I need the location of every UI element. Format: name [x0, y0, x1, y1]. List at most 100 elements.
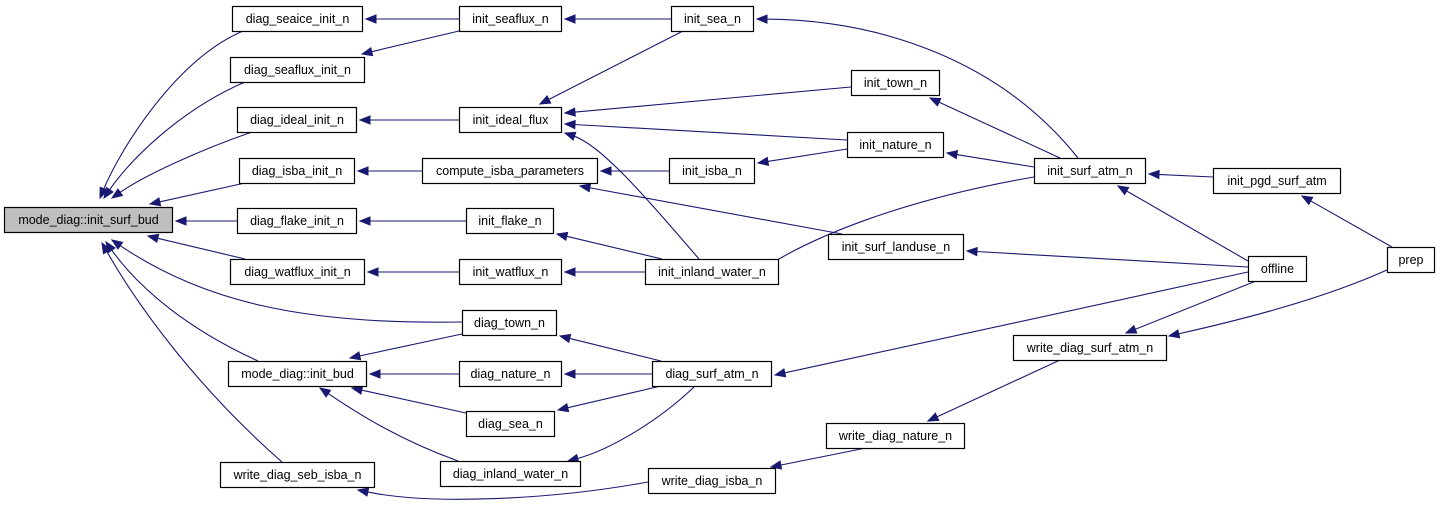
node-box[interactable] [670, 5, 755, 33]
arrowhead-icon [1147, 169, 1160, 180]
node-init-watflux-n[interactable]: init_watflux_n [458, 258, 563, 286]
node-init-isba-n[interactable]: init_isba_n [668, 157, 756, 185]
edge-line [119, 244, 463, 323]
edge-diag-seaice-init-n-to-mode-diag-init-surf-bud [99, 30, 244, 200]
edge-write-diag-seb-isba-n-to-mode-diag-init-surf-bud [101, 241, 283, 463]
node-box[interactable] [1012, 334, 1168, 362]
node-label: diag_seaice_init_n [246, 12, 350, 26]
node-box[interactable] [458, 106, 563, 134]
node-diag-nature-n[interactable]: diag_nature_n [458, 360, 563, 388]
node-box[interactable] [465, 207, 555, 235]
node-box[interactable] [825, 422, 966, 450]
edge-write-diag-surf-atm-n-to-write-diag-nature-n [926, 359, 1061, 422]
node-init-surf-atm-n[interactable]: init_surf_atm_n [1033, 157, 1147, 185]
edge-init-inland-water-n-to-init-ideal-flux [563, 131, 700, 260]
edge-line [110, 249, 259, 362]
node-box[interactable] [421, 157, 599, 185]
node-diag-town-n[interactable]: diag_town_n [461, 309, 558, 337]
node-box[interactable] [1033, 157, 1147, 185]
node-init-ideal-flux[interactable]: init_ideal_flux [458, 106, 563, 134]
node-box[interactable] [3, 206, 174, 234]
node-box[interactable] [231, 5, 364, 33]
node-diag-isba-init-n[interactable]: diag_isba_init_n [238, 157, 356, 185]
node-label: write_diag_isba_n [661, 474, 763, 488]
node-label: diag_isba_init_n [252, 164, 342, 178]
node-box[interactable] [465, 410, 556, 438]
edge-init-surf-atm-n-to-init-sea-n [755, 14, 1079, 159]
node-prep[interactable]: prep [1386, 246, 1436, 274]
arrowhead-icon [928, 97, 942, 107]
node-label: diag_nature_n [471, 367, 551, 381]
node-box[interactable] [236, 106, 358, 134]
edge-line [573, 86, 852, 113]
node-box[interactable] [229, 56, 366, 84]
node-box[interactable] [229, 258, 366, 286]
node-init-sea-n[interactable]: init_sea_n [670, 5, 755, 33]
node-box[interactable] [644, 258, 780, 286]
edge-line [748, 176, 1035, 279]
node-init-seaflux-n[interactable]: init_seaflux_n [458, 5, 563, 33]
arrowhead-icon [755, 14, 768, 24]
arrowhead-icon [358, 216, 371, 226]
node-compute-isba-parameters[interactable]: compute_isba_parameters [421, 157, 599, 185]
node-box[interactable] [647, 467, 777, 495]
node-mode-diag-init-bud[interactable]: mode_diag::init_bud [227, 360, 368, 388]
arrowhead-icon [350, 385, 364, 395]
node-diag-seaice-init-n[interactable]: diag_seaice_init_n [231, 5, 364, 33]
node-diag-watflux-init-n[interactable]: diag_watflux_init_n [229, 258, 366, 286]
node-diag-seaflux-init-n[interactable]: diag_seaflux_init_n [229, 56, 366, 84]
node-box[interactable] [850, 69, 941, 97]
node-box[interactable] [1247, 255, 1308, 283]
node-diag-surf-atm-n[interactable]: diag_surf_atm_n [651, 360, 773, 388]
node-init-surf-landuse-n[interactable]: init_surf_landuse_n [827, 233, 965, 261]
node-box[interactable] [1386, 246, 1436, 274]
node-init-town-n[interactable]: init_town_n [850, 69, 941, 97]
arrowhead-icon [965, 246, 978, 257]
node-label: compute_isba_parameters [436, 164, 584, 178]
node-box[interactable] [238, 157, 356, 185]
node-mode-diag-init-surf-bud[interactable]: mode_diag::init_surf_bud [3, 206, 174, 234]
node-diag-sea-n[interactable]: diag_sea_n [465, 410, 556, 438]
edge-init-sea-n-to-init-ideal-flux [538, 30, 684, 105]
node-box[interactable] [439, 460, 582, 488]
node-write-diag-seb-isba-n[interactable]: write_diag_seb_isba_n [219, 461, 376, 489]
node-write-diag-surf-atm-n[interactable]: write_diag_surf_atm_n [1012, 334, 1168, 362]
node-init-inland-water-n[interactable]: init_inland_water_n [644, 258, 780, 286]
node-box[interactable] [458, 360, 563, 388]
node-diag-flake-init-n[interactable]: diag_flake_init_n [236, 207, 358, 235]
node-box[interactable] [651, 360, 773, 388]
node-write-diag-nature-n[interactable]: write_diag_nature_n [825, 422, 966, 450]
node-write-diag-isba-n[interactable]: write_diag_isba_n [647, 467, 777, 495]
node-box[interactable] [827, 233, 965, 261]
edge-line [566, 385, 662, 409]
edge-line [955, 153, 1035, 168]
edge-line [1309, 199, 1393, 248]
node-box[interactable] [458, 5, 563, 33]
node-label: diag_ideal_init_n [250, 113, 344, 127]
edge-diag-town-n-to-mode-diag-init-bud [348, 333, 463, 361]
node-label: diag_flake_init_n [250, 214, 344, 228]
node-label: init_ideal_flux [473, 113, 549, 127]
edges-layer [99, 14, 1393, 500]
node-box[interactable] [461, 309, 558, 337]
node-box[interactable] [236, 207, 358, 235]
edge-line [370, 30, 460, 53]
node-box[interactable] [219, 461, 376, 489]
node-box[interactable] [1212, 167, 1342, 195]
node-offline[interactable]: offline [1247, 255, 1308, 283]
node-box[interactable] [668, 157, 756, 185]
arrowhead-icon [563, 119, 576, 130]
node-box[interactable] [458, 258, 563, 286]
node-diag-ideal-init-n[interactable]: diag_ideal_init_n [236, 106, 358, 134]
node-box[interactable] [227, 360, 368, 388]
node-init-pgd-surf-atm[interactable]: init_pgd_surf_atm [1212, 167, 1342, 195]
node-box[interactable] [846, 131, 945, 159]
edge-line [975, 250, 1249, 268]
node-diag-inland-water-n[interactable]: diag_inland_water_n [439, 460, 582, 488]
arrowhead-icon [563, 14, 576, 24]
arrowhead-icon [360, 46, 374, 57]
edge-line [766, 148, 848, 163]
node-init-flake-n[interactable]: init_flake_n [465, 207, 555, 235]
node-init-nature-n[interactable]: init_nature_n [846, 131, 945, 159]
